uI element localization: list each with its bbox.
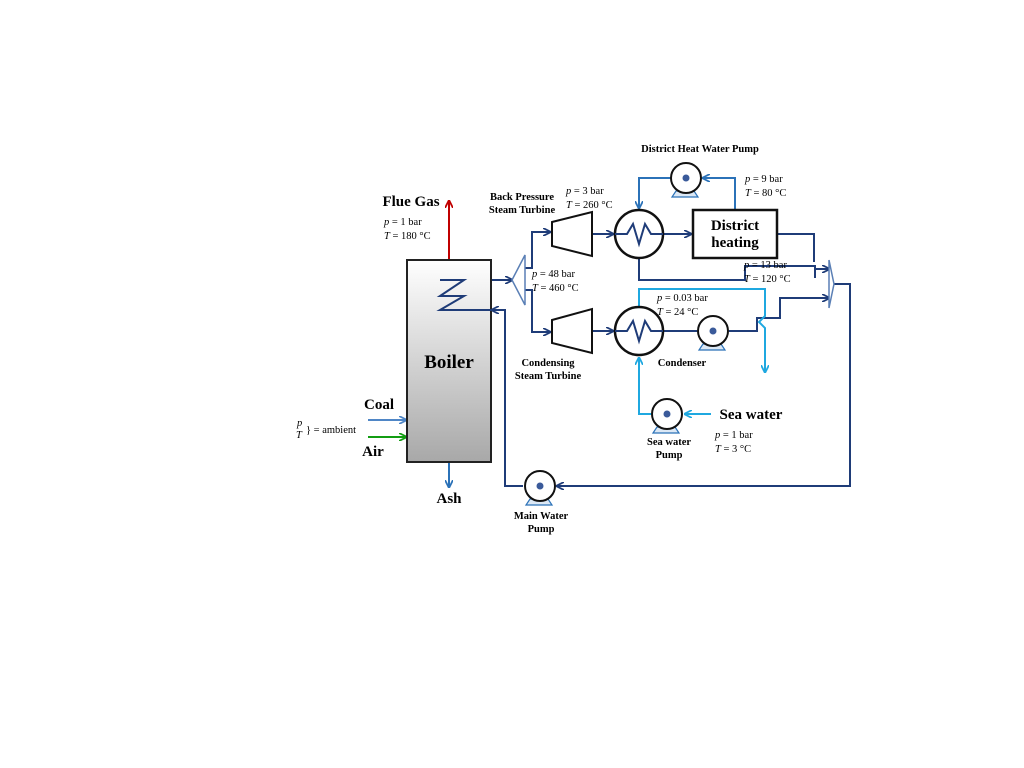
condenser-coil bbox=[615, 318, 663, 345]
bp-turbine-label-1: Back Pressure bbox=[490, 192, 554, 203]
boiler-coil bbox=[436, 279, 492, 311]
flue-gas-label: Flue Gas bbox=[382, 194, 439, 210]
steam-to-bp-turbine bbox=[525, 232, 550, 269]
ambient-label: } = ambient bbox=[306, 425, 356, 436]
district-heating-label-2: heating bbox=[711, 235, 759, 251]
bp-turbine-label-2: Steam Turbine bbox=[489, 205, 556, 216]
boiler: Boiler bbox=[406, 259, 492, 463]
main-water-pump bbox=[524, 470, 556, 506]
sea-pump-label-1: Sea water bbox=[647, 437, 691, 448]
boiler-label: Boiler bbox=[424, 352, 474, 373]
sea-pump-label-2: Pump bbox=[656, 450, 683, 461]
district-out-t: T = 120 °C bbox=[744, 274, 791, 285]
cond-pump-hub bbox=[709, 327, 717, 335]
boiler-outlet-t: T = 460 °C bbox=[532, 283, 579, 294]
dh-pump-to-hx bbox=[639, 177, 671, 208]
condenser-p: p = 0.03 bar bbox=[656, 293, 708, 304]
condenser bbox=[613, 305, 665, 357]
ambient-t-symbol: T bbox=[296, 430, 303, 441]
district-heating-label-1: District bbox=[711, 218, 759, 234]
coal-label: Coal bbox=[364, 397, 394, 413]
condenser-label: Condenser bbox=[658, 358, 707, 369]
sea-water-label: Sea water bbox=[720, 407, 783, 423]
condenser-sea-out bbox=[638, 288, 765, 372]
air-label: Air bbox=[362, 444, 384, 460]
condensate-mixer bbox=[828, 259, 835, 309]
boiler-body bbox=[406, 259, 492, 463]
dh-pump-t: T = 80 °C bbox=[745, 188, 786, 199]
pipes bbox=[368, 177, 851, 487]
cond-pump-to-mixer bbox=[729, 298, 829, 332]
main-pump-label-2: Pump bbox=[528, 524, 555, 535]
dh-pump-p: p = 9 bar bbox=[744, 174, 783, 185]
steam-splitter bbox=[511, 254, 526, 306]
sea-water-p: p = 1 bar bbox=[714, 430, 753, 441]
mixer-to-main-pump bbox=[557, 283, 851, 486]
boiler-outlet-p: p = 48 bar bbox=[531, 269, 575, 280]
district-out-p: p = 13 bar bbox=[743, 260, 787, 271]
main-pump-hub bbox=[536, 482, 544, 490]
flue-gas-t: T = 180 °C bbox=[384, 231, 431, 242]
flue-gas-p: p = 1 bar bbox=[383, 217, 422, 228]
bp-turbine-t: T = 260 °C bbox=[566, 200, 613, 211]
sea-pump-to-condenser bbox=[639, 358, 651, 415]
cond-turbine-label-1: Condensing bbox=[521, 358, 575, 369]
cond-turbine-label-2: Steam Turbine bbox=[515, 371, 582, 382]
sea-water-pump bbox=[651, 398, 683, 434]
dh-pump-hub bbox=[682, 174, 690, 182]
ambient-p-symbol: p bbox=[296, 418, 302, 429]
back-pressure-turbine bbox=[551, 210, 593, 258]
sea-pump-hub bbox=[663, 410, 671, 418]
condenser-t: T = 24 °C bbox=[657, 307, 698, 318]
condensate-pump bbox=[697, 315, 729, 351]
district-out-to-mixer bbox=[777, 233, 815, 262]
district-hx-coil bbox=[615, 221, 663, 248]
dh-pump-label: District Heat Water Pump bbox=[641, 144, 759, 155]
district-heating-box: District heating bbox=[691, 208, 779, 260]
ash-label: Ash bbox=[436, 491, 462, 507]
main-pump-to-boiler bbox=[492, 310, 523, 487]
sea-water-t: T = 3 °C bbox=[715, 444, 751, 455]
bp-turbine-p: p = 3 bar bbox=[565, 186, 604, 197]
district-heat-exchanger bbox=[613, 208, 665, 260]
condensing-turbine bbox=[551, 307, 593, 355]
district-heating-rect bbox=[691, 208, 779, 260]
district-heat-water-pump bbox=[670, 162, 702, 198]
district-to-dh-pump bbox=[703, 178, 736, 210]
steam-to-cond-turbine bbox=[525, 289, 550, 332]
main-pump-label-1: Main Water bbox=[514, 511, 569, 522]
